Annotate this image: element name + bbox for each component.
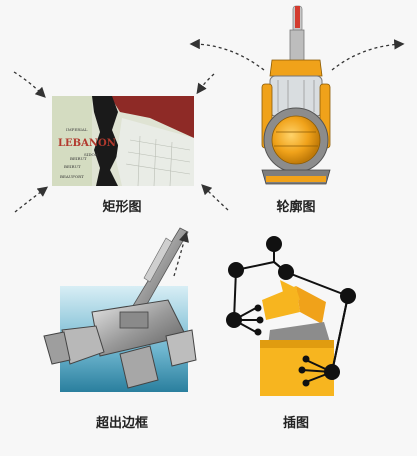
dashed-arrow-icon [13,71,46,98]
dashed-arrow-icon [189,38,265,71]
robot-claw-image [43,227,197,392]
dashed-arrow-icon [14,186,49,213]
map-text-line: BEIRUT [64,164,81,169]
caption-rect-panel: 矩形图 [102,200,142,215]
map-text-line: BEAUFORT [60,174,84,179]
map-photo-image: IMPERIAL LEBANON BEIRUT SIDON BEIRUT BEA… [52,96,194,187]
dashed-arrow-icon [196,73,215,95]
map-text-line: SIDON [84,152,99,157]
map-text-line: BEIRUT [70,156,87,161]
vacuum-cleaner-image [261,5,331,185]
map-text-line: LEBANON [58,138,116,149]
caption-overflow-panel: 超出边框 [95,416,148,431]
map-text-line: IMPERIAL [66,127,88,132]
dashed-arrow-icon [201,184,229,211]
caption-contour-panel: 轮廓图 [276,200,316,215]
gift-box-network-illustration [226,236,356,396]
caption-illustration-panel: 插图 [282,416,309,431]
dashed-arrow-icon [331,39,405,71]
